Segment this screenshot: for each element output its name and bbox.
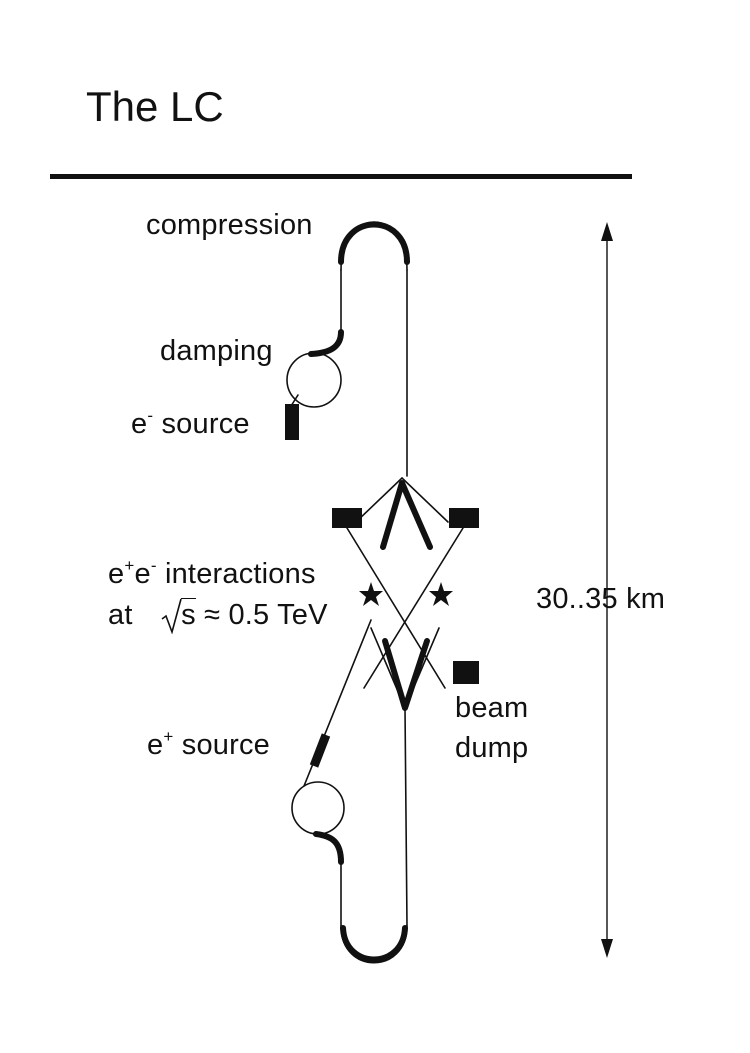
bottom-right-line bbox=[404, 707, 408, 927]
arrow-head-bottom bbox=[601, 939, 613, 958]
minus-superscript-2: - bbox=[150, 556, 157, 575]
lower-linac-thin-left bbox=[370, 627, 406, 709]
energy-label: at s ≈ 0.5 TeV bbox=[108, 598, 328, 634]
lower-linac-thin-right bbox=[404, 627, 440, 709]
plus-superscript: + bbox=[163, 727, 174, 746]
sqrt-s-text: s bbox=[181, 599, 196, 631]
positron-source-label: e+ source bbox=[147, 728, 270, 761]
length-label: 30..35 km bbox=[536, 583, 666, 615]
compression-arc-thick bbox=[338, 221, 410, 265]
crossing-line-b bbox=[363, 527, 464, 689]
energy-value: ≈ 0.5 TeV bbox=[195, 599, 328, 631]
electron-source-text: source bbox=[153, 408, 250, 440]
positron-source-text: source bbox=[173, 729, 270, 761]
interactions-text: interactions bbox=[156, 558, 316, 590]
positron-symbol-1: e bbox=[108, 558, 125, 590]
sqrt-s: s bbox=[161, 598, 196, 634]
crossing-line-a bbox=[346, 527, 446, 689]
positron-damping-ring bbox=[291, 781, 345, 835]
electron-damping-ring bbox=[286, 352, 342, 408]
beam-dump-upper-right bbox=[449, 508, 479, 528]
positron-source-bar bbox=[309, 733, 331, 768]
plus-superscript-1: + bbox=[124, 556, 135, 575]
damping-label: damping bbox=[160, 335, 273, 367]
dump-label: dump bbox=[455, 732, 529, 764]
upper-linac-thin-left bbox=[355, 477, 403, 523]
beam-label: beam bbox=[455, 692, 529, 724]
interaction-star-right bbox=[429, 582, 453, 606]
beam-dump-upper-left bbox=[332, 508, 362, 528]
top-turnaround-arc bbox=[340, 221, 408, 271]
positron-symbol: e bbox=[147, 729, 164, 761]
electron-symbol-2: e bbox=[134, 558, 151, 590]
interactions-label: e+e- interactions bbox=[108, 557, 316, 590]
page-title: The LC bbox=[86, 83, 224, 130]
electron-source-block bbox=[285, 404, 299, 440]
electron-damping-arc bbox=[308, 329, 344, 357]
upper-linac-thin-right bbox=[401, 477, 449, 523]
title-rule bbox=[50, 174, 632, 179]
electron-symbol: e bbox=[131, 408, 148, 440]
compression-label: compression bbox=[146, 209, 313, 241]
positron-damping-arc bbox=[313, 831, 344, 865]
beam-dump-lower-right bbox=[453, 661, 479, 684]
electron-source-label: e- source bbox=[131, 407, 250, 440]
at-text: at bbox=[108, 599, 133, 631]
interaction-star-left bbox=[359, 582, 383, 606]
arrow-head-top bbox=[601, 222, 613, 241]
sqrt-symbol bbox=[161, 598, 182, 634]
upper-linac-thick bbox=[380, 480, 433, 550]
minus-superscript: - bbox=[147, 406, 154, 425]
bottom-arc-thick bbox=[340, 925, 408, 963]
